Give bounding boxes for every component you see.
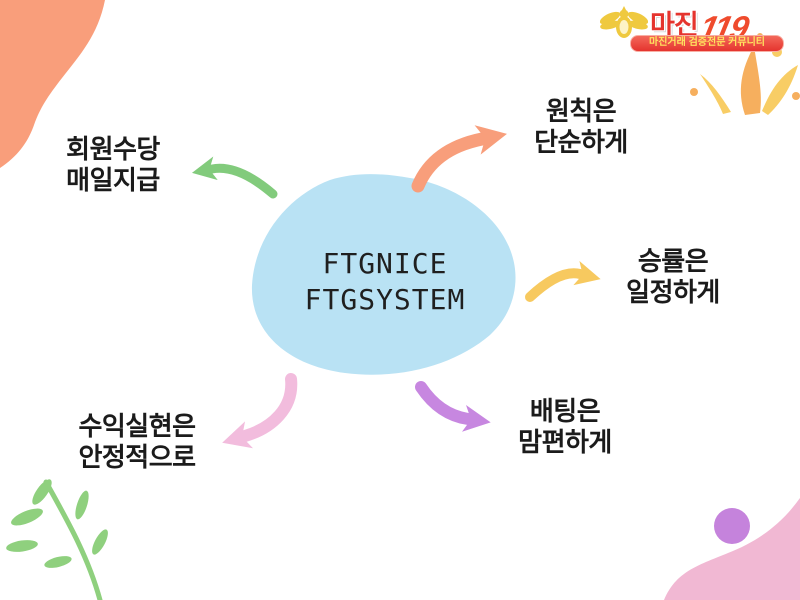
splash-drop bbox=[792, 92, 800, 100]
node-principles-line1: 원칙은 bbox=[545, 96, 617, 126]
arrow-to-profit bbox=[222, 373, 298, 449]
node-principles: 원칙은 단순하게 bbox=[500, 96, 662, 158]
arrow-to-member-allowance bbox=[191, 156, 278, 199]
arrow-to-win-rate bbox=[525, 260, 601, 302]
eagle-emblem-icon bbox=[600, 6, 648, 38]
plant-leaf bbox=[92, 529, 108, 555]
plant-leaf bbox=[75, 490, 89, 520]
brand-name: 마진 bbox=[650, 9, 699, 40]
plant-stem bbox=[43, 479, 103, 600]
splash-flame bbox=[740, 46, 761, 115]
node-betting: 배팅은 맘편하게 bbox=[484, 396, 646, 458]
splash-flame bbox=[700, 74, 731, 114]
arrow-to-principles bbox=[411, 125, 507, 193]
node-betting-line1: 배팅은 bbox=[529, 396, 601, 426]
node-profit-line1: 수익실현은 bbox=[78, 411, 196, 441]
center-blob bbox=[251, 174, 516, 375]
node-win-rate-line1: 승률은 bbox=[637, 246, 709, 276]
plant-leaf bbox=[6, 540, 38, 552]
node-member-allowance-line1: 회원수당 bbox=[66, 134, 160, 164]
node-betting-line2: 맘편하게 bbox=[518, 427, 612, 457]
node-win-rate: 승률은 일정하게 bbox=[592, 246, 754, 308]
arrow-to-betting bbox=[415, 381, 491, 432]
corner-blob-bottom-right bbox=[664, 498, 800, 600]
corner-blob-top-left bbox=[0, 0, 105, 168]
dot-bottom-right bbox=[714, 508, 750, 544]
splash-drop bbox=[690, 88, 698, 96]
node-member-allowance: 회원수당 매일지급 bbox=[33, 134, 193, 196]
center-title: FTGNICE FTGSYSTEM bbox=[275, 246, 495, 318]
node-profit: 수익실현은 안정적으로 bbox=[47, 411, 227, 473]
plant-leaf bbox=[44, 556, 72, 568]
brand-logo: 마진 119 마진거래 검증전문 커뮤니티 bbox=[600, 2, 796, 58]
center-title-line2: FTGSYSTEM bbox=[304, 283, 466, 316]
plant-leaf bbox=[11, 508, 43, 526]
node-win-rate-line2: 일정하게 bbox=[626, 277, 720, 307]
splash-flame bbox=[762, 65, 798, 115]
center-title-line1: FTGNICE bbox=[322, 247, 448, 280]
plant-leaf bbox=[32, 479, 52, 505]
brand-tagline-badge: 마진거래 검증전문 커뮤니티 bbox=[630, 35, 784, 52]
plant-decoration bbox=[6, 479, 108, 600]
node-profit-line2: 안정적으로 bbox=[78, 442, 196, 472]
node-member-allowance-line2: 매일지급 bbox=[66, 165, 160, 195]
node-principles-line2: 단순하게 bbox=[534, 127, 628, 157]
